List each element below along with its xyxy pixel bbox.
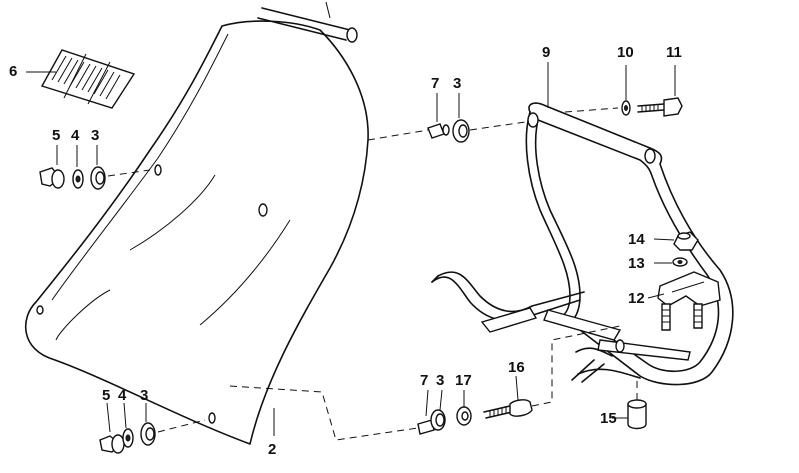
clamp-assembly <box>647 231 721 331</box>
callout-upper-nut: 5 <box>52 127 61 144</box>
callout-bracket: 9 <box>542 44 551 61</box>
callout-lower-nut: 5 <box>102 387 111 404</box>
callout-upper-grommet: 3 <box>91 127 100 144</box>
upper-spacer-set <box>367 93 526 143</box>
callout-lower-washer-mid: 17 <box>455 372 472 389</box>
callout-lower-grommet: 3 <box>140 387 149 404</box>
callout-lower-grommet-mid: 3 <box>436 372 445 389</box>
callout-top-washer: 10 <box>617 44 634 61</box>
windshield-part <box>24 20 369 445</box>
top-bolt-set <box>564 65 683 117</box>
callout-top-bolt: 11 <box>666 44 682 61</box>
callout-lower-bolt: 16 <box>508 359 525 376</box>
callout-clamp-nut: 14 <box>628 231 645 248</box>
callout-vent-grille: 6 <box>9 63 18 80</box>
callout-upper-spacer: 7 <box>431 75 440 92</box>
callout-spacer: 15 <box>600 410 617 427</box>
callout-upper-washer: 4 <box>71 127 80 144</box>
callout-lower-spacer: 7 <box>420 372 429 389</box>
callout-upper-spacer-grommet: 3 <box>453 75 462 92</box>
spacer-part <box>612 380 647 430</box>
lower-bolt-set <box>229 325 621 441</box>
callout-clamp-washer: 13 <box>628 255 645 272</box>
callout-clamp: 12 <box>628 290 645 307</box>
vent-grille-part <box>26 49 136 109</box>
callout-windshield: 2 <box>268 441 277 458</box>
lower-left-fastener-set <box>99 402 206 454</box>
callout-lower-washer: 4 <box>118 387 127 404</box>
upper-left-fastener-set <box>39 145 151 190</box>
